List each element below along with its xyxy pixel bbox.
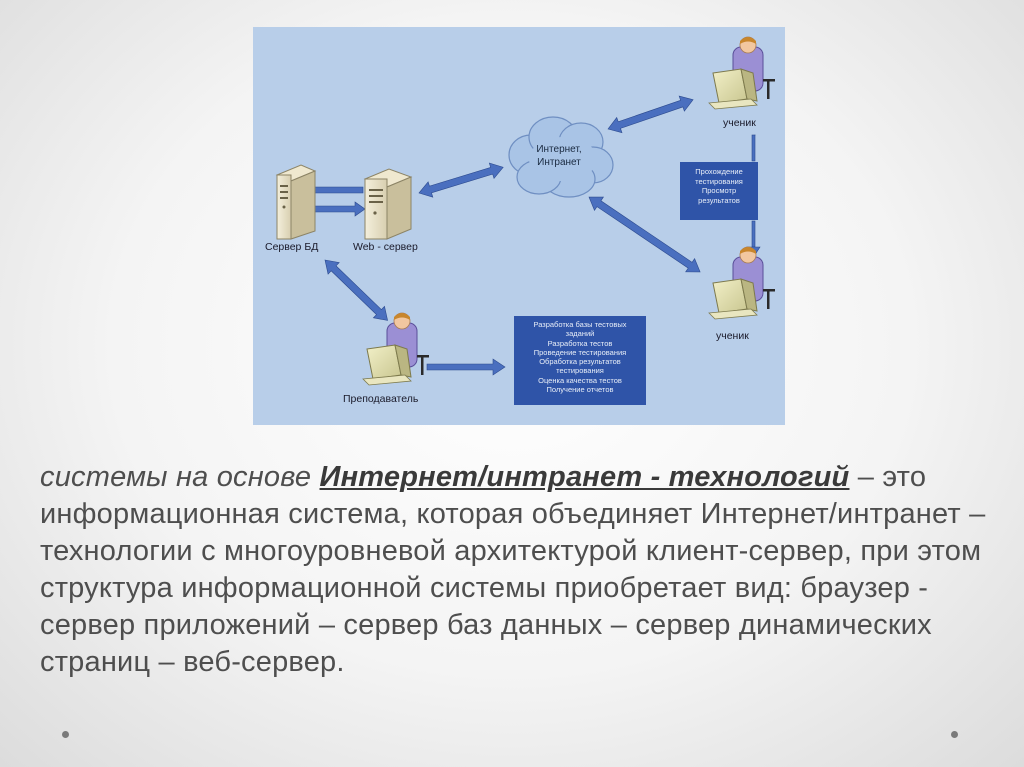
cloud-label: Интернет, Интранет	[521, 143, 597, 169]
corner-dot-left	[62, 731, 69, 738]
definition-body: – это информационная система, которая об…	[40, 461, 986, 678]
cloud-label-line: Интернет,	[536, 144, 582, 155]
box-line: Оценка качества тестов	[538, 375, 622, 385]
box-line: Прохождение	[695, 167, 743, 176]
architecture-diagram: Сервер БД Web - сервер Интернет, Интране…	[253, 27, 785, 425]
box-line: результатов	[698, 195, 740, 205]
teacher-icon	[362, 312, 429, 386]
student-bottom-icon	[708, 246, 775, 320]
box-line: Просмотр	[701, 186, 737, 196]
box-line: Разработка базы тестовых	[533, 320, 627, 329]
arrow-student-top-down	[751, 134, 756, 162]
label-db-server: Сервер БД	[265, 241, 319, 253]
connection-arrows	[302, 95, 761, 376]
box-line: Проведение тестирования	[533, 347, 627, 357]
web-server-icon	[363, 168, 413, 240]
box-line: тестирования	[695, 176, 743, 186]
box-line: тестирования	[556, 366, 604, 376]
box-line: заданий	[565, 329, 595, 339]
teacher-actions-box: Разработка базы тестовых заданий Разрабо…	[514, 316, 646, 405]
box-line: Обработка результатов	[539, 357, 621, 367]
arrow-cloud-student-top	[607, 95, 694, 134]
definition-text: системы на основе Интернет/интранет - те…	[40, 459, 1000, 681]
arrow-box-down	[751, 220, 756, 248]
box-line: Получение отчетов	[546, 385, 614, 395]
arrow-web-cloud	[418, 162, 504, 198]
student-top-icon	[708, 36, 775, 110]
label-student-top: ученик	[723, 117, 756, 129]
cloud-icon	[508, 116, 614, 198]
definition-intro: системы на основе	[40, 461, 320, 493]
arrow-web-teacher	[324, 259, 388, 321]
db-server-icon	[275, 164, 317, 240]
label-teacher: Преподаватель	[343, 393, 419, 405]
student-actions-box: Прохождение тестирования Просмотр резуль…	[680, 162, 758, 220]
diagram-graphics	[275, 36, 775, 386]
label-student-bottom: ученик	[716, 330, 749, 342]
definition-term: Интернет/интранет - технологий	[319, 461, 850, 493]
arrow-teacher-to-box	[426, 358, 506, 376]
corner-dot-right	[951, 731, 958, 738]
arrow-cloud-student-bottom	[588, 196, 701, 273]
box-line: Разработка тестов	[547, 338, 613, 348]
cloud-label-line: Интранет	[537, 157, 581, 168]
label-web-server: Web - сервер	[353, 241, 418, 253]
